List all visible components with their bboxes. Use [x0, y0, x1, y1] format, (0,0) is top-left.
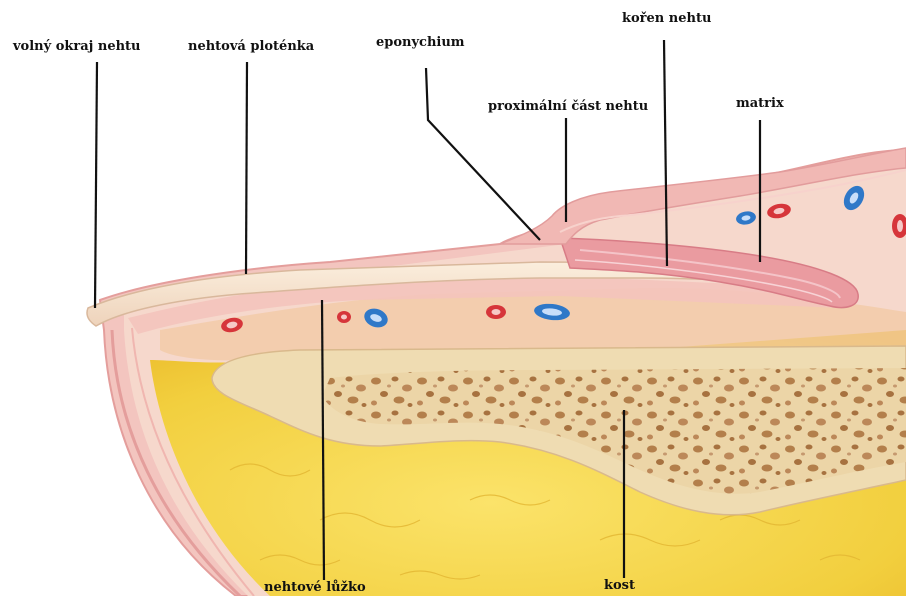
- leader-eponychium: [426, 68, 540, 240]
- label-free-edge: volný okraj nehtu: [13, 40, 141, 53]
- label-matrix: matrix: [736, 97, 784, 110]
- label-bone: kost: [604, 579, 635, 592]
- label-nail-plate: nehtová ploténka: [188, 40, 314, 53]
- label-nail-bed: nehtové lůžko: [264, 581, 366, 594]
- label-nail-root: kořen nehtu: [622, 12, 711, 25]
- artery: [486, 305, 506, 319]
- label-eponychium: eponychium: [376, 36, 465, 49]
- artery: [337, 311, 351, 323]
- leader-nail-plate: [246, 62, 247, 274]
- label-proximal-fold: proximální část nehtu: [488, 100, 648, 113]
- leader-free-edge: [95, 62, 97, 308]
